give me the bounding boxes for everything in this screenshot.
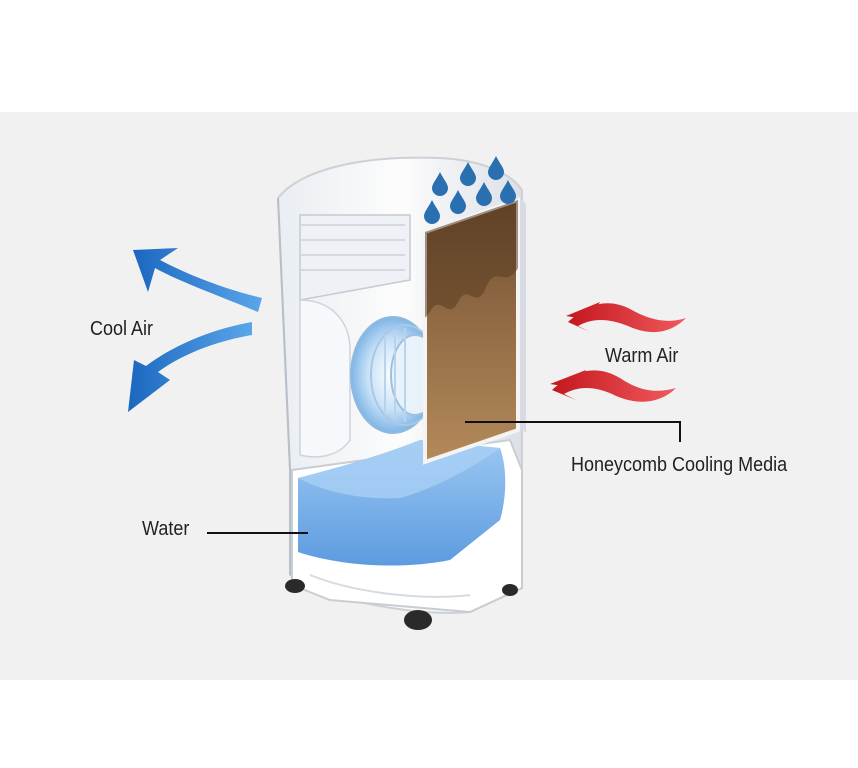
wheel-icon	[502, 584, 518, 596]
water-tank	[292, 440, 522, 612]
cool-air-label: Cool Air	[90, 318, 153, 341]
water-label: Water	[142, 518, 189, 541]
warm-air-label: Warm Air	[605, 345, 678, 368]
cool-air-arrow-upper	[133, 248, 262, 312]
warm-air-arrow-upper	[566, 302, 686, 332]
droplet-icon	[488, 156, 504, 180]
wheel-icon	[404, 610, 432, 630]
wheel-icon	[285, 579, 305, 593]
honeycomb-cooling-media-label: Honeycomb Cooling Media	[571, 454, 787, 477]
warm-air-arrow-lower	[550, 370, 676, 402]
